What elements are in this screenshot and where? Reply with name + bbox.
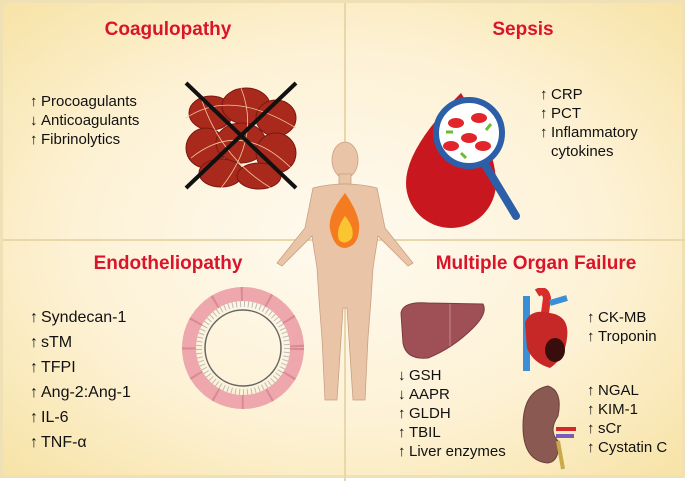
marker-item: ↑Cystatin C: [587, 438, 667, 457]
marker-label: Inflammatory: [551, 124, 638, 141]
marker-item: cytokines: [540, 142, 638, 161]
marker-label: cytokines: [551, 143, 614, 160]
marker-item: ↑sTM: [30, 330, 131, 355]
arrow-up-icon: ↑: [398, 424, 406, 441]
liver-icon: [400, 302, 485, 359]
arrow-down-icon: ↓: [398, 386, 406, 403]
arrow-up-icon: ↑: [540, 86, 548, 103]
endotheliopathy-list: ↑Syndecan-1↑sTM↑TFPI↑Ang-2:Ang-1↑IL-6↑TN…: [30, 305, 131, 455]
marker-label: Syndecan-1: [41, 309, 127, 326]
marker-label: IL-6: [41, 409, 69, 426]
marker-item: ↑Fibrinolytics: [30, 130, 139, 149]
marker-item: ↑CRP: [540, 85, 638, 104]
marker-label: TNF-α: [41, 434, 87, 451]
marker-item: ↑IL-6: [30, 405, 131, 430]
marker-label: PCT: [551, 105, 581, 122]
marker-item: ↑GLDH: [398, 404, 506, 423]
marker-item: ↑PCT: [540, 104, 638, 123]
marker-label: CRP: [551, 86, 583, 103]
arrow-up-icon: ↑: [587, 328, 595, 345]
marker-label: CK-MB: [598, 309, 647, 326]
sepsis-title: Sepsis: [492, 19, 554, 40]
marker-label: NGAL: [598, 382, 639, 399]
marker-label: Liver enzymes: [409, 443, 506, 460]
arrow-up-icon: ↑: [30, 334, 38, 351]
blood-clot-crossed-icon: [184, 81, 298, 190]
arrow-up-icon: ↑: [587, 401, 595, 418]
arrow-up-icon: ↑: [587, 309, 595, 326]
human-body-icon: [276, 141, 414, 401]
heart-icon: [523, 288, 568, 371]
marker-label: Anticoagulants: [41, 112, 140, 129]
arrow-down-icon: ↓: [398, 367, 406, 384]
marker-item: ↑sCr: [587, 419, 667, 438]
endotheliopathy-title: Endotheliopathy: [93, 253, 243, 274]
marker-label: KIM-1: [598, 401, 639, 418]
marker-item: ↓Anticoagulants: [30, 111, 139, 130]
marker-item: ↑CK-MB: [587, 308, 657, 327]
arrow-up-icon: ↑: [540, 105, 548, 122]
marker-item: ↓AAPR: [398, 385, 506, 404]
arrow-up-icon: ↑: [540, 124, 548, 141]
arrow-up-icon: ↑: [398, 405, 406, 422]
arrow-down-icon: ↓: [30, 112, 38, 129]
marker-item: ↑TNF-α: [30, 430, 131, 455]
marker-label: Troponin: [598, 328, 657, 345]
marker-item: ↑Procoagulants: [30, 92, 139, 111]
coagulopathy-list: ↑Procoagulants↓Anticoagulants↑Fibrinolyt…: [30, 92, 139, 149]
arrow-up-icon: ↑: [30, 309, 38, 326]
liver-markers-list: ↓GSH↓AAPR↑GLDH↑TBIL↑Liver enzymes: [398, 366, 506, 461]
marker-label: GSH: [409, 367, 442, 384]
arrow-up-icon: ↑: [587, 439, 595, 456]
kidney-markers-list: ↑NGAL↑KIM-1↑sCr↑Cystatin C: [587, 381, 667, 457]
marker-item: ↑Syndecan-1: [30, 305, 131, 330]
arrow-up-icon: ↑: [30, 409, 38, 426]
arrow-up-icon: ↑: [30, 93, 38, 110]
marker-item: ↑NGAL: [587, 381, 667, 400]
arrow-up-icon: ↑: [587, 382, 595, 399]
marker-label: Fibrinolytics: [41, 131, 121, 148]
marker-label: sCr: [598, 420, 622, 437]
arrow-up-icon: ↑: [30, 384, 38, 401]
marker-label: Ang-2:Ang-1: [41, 384, 131, 401]
arrow-up-icon: ↑: [587, 420, 595, 437]
organ-failure-title: Multiple Organ Failure: [435, 253, 637, 274]
marker-item: ↑Liver enzymes: [398, 442, 506, 461]
marker-label: TBIL: [409, 424, 441, 441]
arrow-up-icon: ↑: [30, 359, 38, 376]
arrow-up-icon: ↑: [398, 443, 406, 460]
marker-item: ↑TBIL: [398, 423, 506, 442]
marker-item: ↑KIM-1: [587, 400, 667, 419]
heart-markers-list: ↑CK-MB↑Troponin: [587, 308, 657, 346]
marker-label: TFPI: [41, 359, 76, 376]
blood-vessel-cross-section-icon: [182, 287, 304, 409]
marker-item: ↓GSH: [398, 366, 506, 385]
marker-label: Procoagulants: [41, 93, 137, 110]
marker-item: ↑Ang-2:Ang-1: [30, 380, 131, 405]
marker-label: Cystatin C: [598, 439, 668, 456]
marker-label: AAPR: [409, 386, 450, 403]
marker-item: ↑Inflammatory: [540, 123, 638, 142]
coagulopathy-title: Coagulopathy: [104, 19, 232, 40]
marker-item: ↑TFPI: [30, 355, 131, 380]
blood-drop-magnifier-icon: [406, 93, 520, 228]
marker-label: GLDH: [409, 405, 451, 422]
marker-item: ↑Troponin: [587, 327, 657, 346]
arrow-up-icon: ↑: [30, 131, 38, 148]
arrow-up-icon: ↑: [30, 434, 38, 451]
kidney-icon: [522, 385, 576, 470]
marker-label: sTM: [41, 334, 73, 351]
